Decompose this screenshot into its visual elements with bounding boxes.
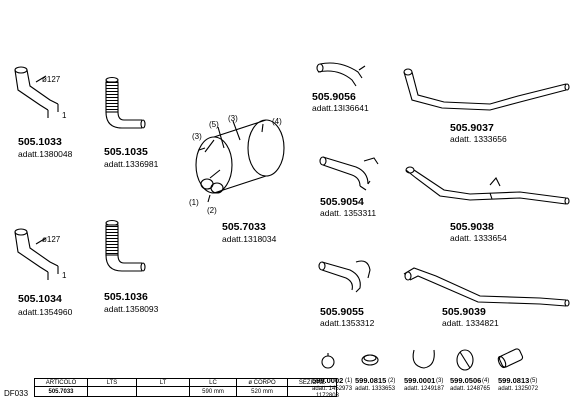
callout-label: 1 <box>62 271 67 280</box>
muffler-505-7033 <box>195 119 285 203</box>
fitting-599-0813-icon <box>497 348 524 369</box>
part-adatt: adatt.1354960 <box>18 307 73 317</box>
fitting-callout: (5) <box>530 378 538 384</box>
fitting-adatt: adatt. 1249187 <box>404 386 445 392</box>
spec-header-cell: SEZIONE <box>287 378 337 387</box>
fitting-code: 599.0001 <box>404 376 436 385</box>
pipe-505-1035 <box>105 76 146 129</box>
fitting-599-0001-icon <box>412 349 435 369</box>
pipe-505-1033 <box>14 66 59 118</box>
part-code: 505.1036 <box>104 291 148 303</box>
pipe-505-9054 <box>319 156 379 191</box>
part-code: 505.1034 <box>18 293 62 305</box>
callout-label: 1 <box>62 111 67 120</box>
pipe-505-9056 <box>316 62 366 87</box>
spec-table-row: 505.7033 590 mm 520 mm <box>34 386 337 397</box>
fitting-599-0815-icon <box>361 354 379 366</box>
part-adatt: adatt. 1333656 <box>450 134 507 144</box>
fitting-599-0506-icon <box>456 349 474 371</box>
pipe-505-1034 <box>14 228 59 280</box>
part-code: 505.9037 <box>450 122 494 134</box>
fitting-599-0002-icon <box>321 353 335 369</box>
muffler-callout: (1) <box>189 198 199 207</box>
fitting-callout: (2) <box>388 378 396 384</box>
part-code: 505.1033 <box>18 136 62 148</box>
part-code: 505.9039 <box>442 306 486 318</box>
fitting-code: 599.0506 <box>450 376 482 385</box>
muffler-callout: (4) <box>272 117 282 126</box>
dim-label: ø127 <box>42 75 61 84</box>
spec-header-cell: LC <box>189 378 237 387</box>
spec-table-header: ARTICOLO LTS LT LC ø CORPO SEZIONE <box>34 378 337 387</box>
part-adatt: adatt.1380048 <box>18 149 73 159</box>
pipe-505-9037 <box>403 68 570 111</box>
muffler-callout: (3) <box>228 114 238 123</box>
fitting-adatt: adatt. 1248765 <box>450 386 491 392</box>
pipe-505-1036 <box>105 219 146 272</box>
part-adatt: adatt.1318034 <box>222 234 277 244</box>
part-code: 505.1035 <box>104 146 148 158</box>
dim-label: ø127 <box>42 235 61 244</box>
part-adatt: adatt.1353312 <box>320 318 375 328</box>
spec-header-cell: LT <box>136 378 190 387</box>
part-adatt: adatt.1358093 <box>104 304 159 314</box>
part-adatt: adatt.13I36641 <box>312 103 369 113</box>
muffler-callout: (3) <box>192 132 202 141</box>
pipe-505-9038 <box>405 166 570 205</box>
part-code: 505.9054 <box>320 196 364 208</box>
fitting-callout: (3) <box>436 378 444 384</box>
part-adatt: adatt. 1353311 <box>320 208 377 218</box>
muffler-callout: (5) <box>209 120 219 129</box>
spec-cell: 590 mm <box>189 386 237 397</box>
part-code: 505.9055 <box>320 306 364 318</box>
pipe-505-9055 <box>318 260 371 293</box>
spec-table: ARTICOLO LTS LT LC ø CORPO SEZIONE 505.7… <box>34 378 337 397</box>
part-adatt: adatt. 1333654 <box>450 233 507 243</box>
fitting-code: 599.0815 <box>355 376 387 385</box>
spec-cell <box>136 386 190 397</box>
spec-cell: 520 mm <box>236 386 288 397</box>
part-code: 505.9056 <box>312 91 356 103</box>
muffler-callout: (2) <box>207 206 217 215</box>
part-adatt: adatt.1336981 <box>104 159 159 169</box>
spec-cell <box>287 386 337 397</box>
part-code: 505.7033 <box>222 221 266 233</box>
part-adatt: adatt. 1334821 <box>442 318 499 328</box>
pipe-505-9039 <box>403 267 570 307</box>
fitting-callout: (4) <box>482 378 490 384</box>
spec-header-cell: ø CORPO <box>236 378 288 387</box>
fitting-adatt: adatt. 1333653 <box>355 386 396 392</box>
spec-cell <box>87 386 137 397</box>
fitting-callout: (1) <box>345 378 353 384</box>
catalog-code: DF033 <box>4 389 29 398</box>
spec-cell: 505.7033 <box>34 386 88 397</box>
spec-header-cell: LTS <box>87 378 137 387</box>
part-code: 505.9038 <box>450 221 494 233</box>
spec-header-cell: ARTICOLO <box>34 378 88 387</box>
fitting-code: 599.0813 <box>498 376 530 385</box>
fitting-adatt: adatt. 1325072 <box>498 386 539 392</box>
